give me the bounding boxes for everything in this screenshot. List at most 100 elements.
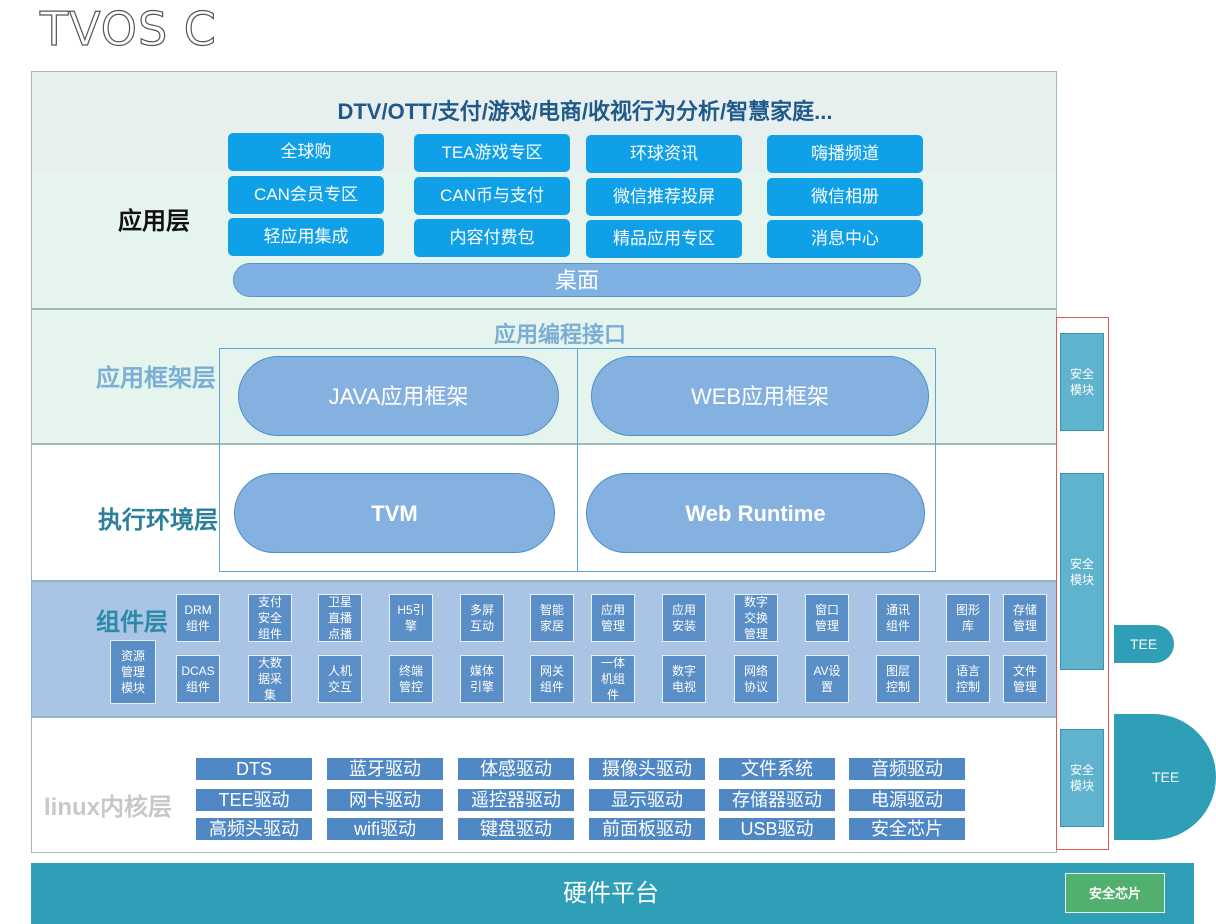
web-runtime-pill[interactable]: Web Runtime	[586, 473, 925, 553]
driver-box[interactable]: 电源驱动	[849, 789, 965, 811]
component-resource-management[interactable]: 资源管理模块	[110, 640, 156, 704]
web-framework-pill[interactable]: WEB应用框架	[591, 356, 929, 436]
security-module-2[interactable]: 安全模块	[1060, 473, 1104, 670]
component-box[interactable]: 图形库	[946, 594, 990, 642]
component-text: 应用	[600, 603, 625, 617]
app-button[interactable]: 嗨播频道	[767, 135, 923, 173]
java-framework-pill[interactable]: JAVA应用框架	[238, 356, 559, 436]
security-module-text: 安全	[1069, 556, 1094, 571]
component-box[interactable]: 网关组件	[530, 655, 574, 703]
app-layer-label: 应用层	[118, 208, 190, 235]
app-button[interactable]: 微信推荐投屏	[586, 178, 742, 216]
driver-box[interactable]: 存储器驱动	[719, 789, 835, 811]
driver-box[interactable]: 体感驱动	[458, 758, 574, 780]
driver-box[interactable]: 网卡驱动	[327, 789, 443, 811]
component-text: 应用	[671, 603, 696, 617]
driver-box[interactable]: 高频头驱动	[196, 818, 312, 840]
security-module-1[interactable]: 安全模块	[1060, 333, 1104, 431]
app-button[interactable]: TEA游戏专区	[414, 134, 570, 172]
app-button[interactable]: 内容付费包	[414, 219, 570, 257]
component-box[interactable]: 语言控制	[946, 655, 990, 703]
framework-layer-label: 应用框架层	[96, 365, 216, 392]
component-text: 擎	[404, 619, 417, 633]
component-box[interactable]: 数字交换管理	[734, 594, 778, 642]
component-text: 置	[820, 680, 833, 694]
tvm-pill[interactable]: TVM	[234, 473, 555, 553]
component-box[interactable]: 智能家居	[530, 594, 574, 642]
component-box[interactable]: 窗口管理	[805, 594, 849, 642]
security-module-text: 模块	[1069, 572, 1094, 587]
component-text: 终端	[398, 664, 423, 678]
component-box[interactable]: 文件管理	[1003, 655, 1047, 703]
app-button[interactable]: 微信相册	[767, 178, 923, 216]
component-text: 数字	[743, 595, 768, 609]
component-text: 文件	[1012, 664, 1037, 678]
component-box[interactable]: 存储管理	[1003, 594, 1047, 642]
component-box[interactable]: H5引擎	[389, 594, 433, 642]
component-box[interactable]: 网络协议	[734, 655, 778, 703]
driver-box[interactable]: 遥控器驱动	[458, 789, 574, 811]
driver-box[interactable]: 音频驱动	[849, 758, 965, 780]
hardware-label: 硬件平台	[563, 880, 659, 907]
driver-box[interactable]: 显示驱动	[589, 789, 705, 811]
security-frame	[1056, 317, 1109, 850]
component-box[interactable]: 图层控制	[876, 655, 920, 703]
driver-box[interactable]: 键盘驱动	[458, 818, 574, 840]
component-text: 管理	[1012, 680, 1037, 694]
component-text: 交互	[327, 680, 352, 694]
tee-small-tab[interactable]: TEE	[1114, 625, 1174, 663]
component-text: 多屏	[469, 603, 494, 617]
component-box[interactable]: 多屏互动	[460, 594, 504, 642]
app-button[interactable]: CAN币与支付	[414, 177, 570, 215]
component-text: 图形	[955, 603, 980, 617]
driver-box[interactable]: 蓝牙驱动	[327, 758, 443, 780]
driver-box[interactable]: 文件系统	[719, 758, 835, 780]
component-text: 管理	[600, 619, 625, 633]
component-text: H5引	[397, 603, 425, 617]
app-button[interactable]: 轻应用集成	[228, 218, 384, 256]
hardware-platform: 硬件平台	[31, 863, 1194, 924]
component-box[interactable]: 一体机组件	[591, 655, 635, 703]
component-text: 智能	[539, 603, 564, 617]
app-button[interactable]: 全球购	[228, 133, 384, 171]
component-text: AV设	[813, 664, 841, 678]
driver-box[interactable]: TEE驱动	[196, 789, 312, 811]
component-box[interactable]: 应用管理	[591, 594, 635, 642]
security-module-3[interactable]: 安全模块	[1060, 729, 1104, 827]
app-button[interactable]: 消息中心	[767, 220, 923, 258]
component-text: 管理	[120, 665, 145, 679]
app-button[interactable]: CAN会员专区	[228, 176, 384, 214]
driver-box[interactable]: 前面板驱动	[589, 818, 705, 840]
component-box[interactable]: 数字电视	[662, 655, 706, 703]
app-button[interactable]: 精品应用专区	[586, 220, 742, 258]
component-box[interactable]: 终端管控	[389, 655, 433, 703]
tee-big-tab[interactable]: TEE	[1114, 714, 1216, 840]
component-text: 网络	[743, 664, 768, 678]
driver-box[interactable]: 安全芯片	[849, 818, 965, 840]
component-text: 卫星	[327, 595, 352, 609]
component-box[interactable]: 大数据采集	[248, 655, 292, 703]
security-chip[interactable]: 安全芯片	[1065, 873, 1165, 913]
component-box[interactable]: AV设置	[805, 655, 849, 703]
component-text: 引擎	[469, 680, 494, 694]
component-box[interactable]: 卫星直播点播	[318, 594, 362, 642]
component-box[interactable]: 支付安全组件	[248, 594, 292, 642]
component-text: 管控	[398, 680, 423, 694]
desktop-bar[interactable]: 桌面	[233, 263, 921, 297]
component-text: 点播	[327, 627, 352, 641]
app-button[interactable]: 环球资讯	[586, 135, 742, 173]
component-box[interactable]: 人机交互	[318, 655, 362, 703]
driver-box[interactable]: 摄像头驱动	[589, 758, 705, 780]
component-box[interactable]: 媒体引擎	[460, 655, 504, 703]
component-text: 媒体	[469, 664, 494, 678]
security-module-text: 模块	[1069, 383, 1094, 397]
driver-box[interactable]: wifi驱动	[327, 818, 443, 840]
component-text: 组件	[185, 619, 210, 633]
driver-box[interactable]: DTS	[196, 758, 312, 780]
component-box[interactable]: 通讯组件	[876, 594, 920, 642]
component-box[interactable]: 应用安装	[662, 594, 706, 642]
component-text: 组件	[885, 619, 910, 633]
driver-box[interactable]: USB驱动	[719, 818, 835, 840]
